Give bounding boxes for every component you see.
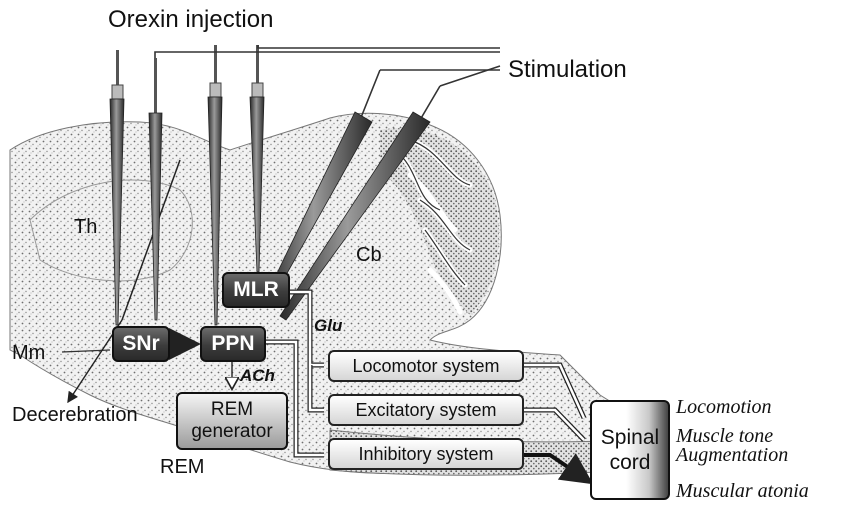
rem-region-label: REM [160,456,204,479]
rem-generator-line2: generator [191,421,272,443]
spinal-cord-line1: Spinal [601,425,659,450]
snr-box: SNr [112,326,170,362]
inhibitory-system-box: Inhibitory system [328,438,524,470]
mammillary-label: Mm [12,342,45,365]
spinal-cord-line2: cord [610,450,651,475]
mlr-box: MLR [222,272,290,308]
glu-label: Glu [314,316,342,336]
stimulation-label: Stimulation [508,56,627,84]
rem-generator-box: REM generator [176,392,288,450]
thalamus-label: Th [74,216,97,239]
excitatory-system-box: Excitatory system [328,394,524,426]
orexin-injection-label: Orexin injection [108,6,273,34]
rem-generator-line1: REM [211,399,253,421]
ppn-label: PPN [211,332,254,356]
decerebration-label: Decerebration [12,404,138,427]
ppn-box: PPN [200,326,266,362]
ach-label: ACh [240,366,275,386]
augmentation-label: Augmentation [676,444,788,467]
excitatory-system-label: Excitatory system [355,400,496,421]
mlr-label: MLR [233,278,279,302]
locomotion-label: Locomotion [676,396,772,419]
locomotor-system-box: Locomotor system [328,350,524,382]
snr-label: SNr [122,332,159,356]
inhibitory-system-label: Inhibitory system [358,444,493,465]
stimulation-wires [155,45,500,120]
spinal-cord-box: Spinal cord [590,400,670,500]
cerebellum-label: Cb [356,244,382,267]
muscular-atonia-label: Muscular atonia [676,480,809,503]
locomotor-system-label: Locomotor system [352,356,499,377]
